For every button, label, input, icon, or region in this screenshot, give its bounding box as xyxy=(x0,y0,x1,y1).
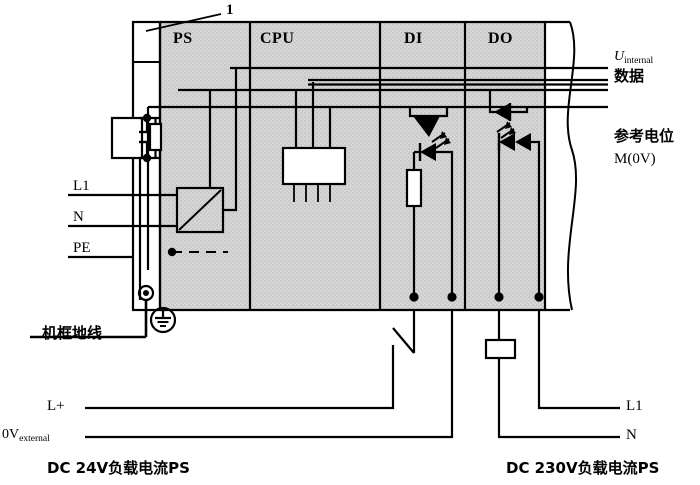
supply-label-l1: L1 xyxy=(73,178,90,194)
supply-label-pe: PE xyxy=(73,240,91,256)
module-title-cpu: CPU xyxy=(260,30,295,47)
break-line-icon xyxy=(566,21,578,311)
u-internal-label: Uinternal xyxy=(614,49,654,66)
internal-bus-lines xyxy=(148,66,608,109)
di-module-circuit xyxy=(405,107,457,302)
m-zero-volt-label: M(0V) xyxy=(614,151,656,167)
chassis-ground-label: 机框地线 xyxy=(42,324,103,342)
dc24v-field-wiring xyxy=(85,310,454,439)
dc230v-field-wiring xyxy=(484,310,620,439)
dc24v-caption: DC 24V负载电流PS xyxy=(47,459,190,477)
chassis-ground-line xyxy=(30,300,148,339)
left-supply-lines xyxy=(68,193,133,259)
l-plus-label: L+ xyxy=(47,398,65,414)
module-fills xyxy=(160,22,545,310)
module-title-di: DI xyxy=(404,30,423,47)
zero-volt-subscript: external xyxy=(19,434,50,444)
supply-label-n: N xyxy=(73,209,84,225)
protective-earth-icon xyxy=(149,306,177,334)
module-title-do: DO xyxy=(488,30,513,47)
reference-potential-label: 参考电位 xyxy=(614,127,675,145)
data-bus-label: 数据 xyxy=(614,67,645,85)
u-internal-subscript: internal xyxy=(624,56,654,66)
u-internal-symbol: U xyxy=(614,49,625,64)
do-module-circuit xyxy=(488,90,544,302)
module-title-ps: PS xyxy=(173,30,193,47)
zero-volt-external-label: 0Vexternal xyxy=(2,427,50,444)
field-label-l1: L1 xyxy=(626,398,643,414)
zero-volt-symbol: 0V xyxy=(2,427,20,442)
cpu-module-circuit xyxy=(281,82,347,202)
module-dividers xyxy=(248,22,547,310)
ps-input-filter xyxy=(110,113,163,163)
field-label-n: N xyxy=(626,427,637,443)
rack-callout-number: 1 xyxy=(226,2,234,18)
dc230v-caption: DC 230V负载电流PS xyxy=(506,459,660,477)
ground-terminal-icon xyxy=(137,284,155,302)
callout-leader xyxy=(145,13,222,32)
